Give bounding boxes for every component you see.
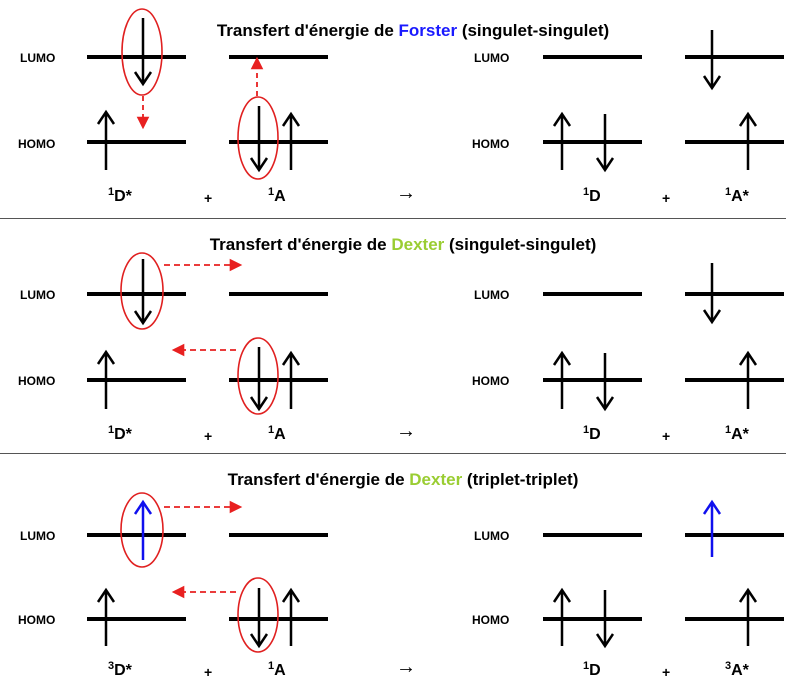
panel-divider [0,453,786,454]
spin-down-arrow [595,590,615,649]
spin-up-arrow [552,350,572,409]
title-name-dexter: Dexter [409,470,463,489]
acceptor-electron-circle [237,337,279,415]
homo-label: HOMO [472,374,510,388]
spin-up-arrow [281,350,301,409]
panel-title: Transfert d'énergie de Dexter (triplet-t… [227,470,579,489]
product-acceptor-term: 3A* [725,660,749,679]
acceptor-term: 1A [268,186,286,205]
triplet-spin-up-arrow [133,499,153,560]
panel-title: Transfert d'énergie de Forster (singulet… [216,21,610,40]
lumo-label: LUMO [474,288,510,302]
panel-title: Transfert d'énergie de Dexter (singulet-… [209,235,597,254]
homo-label: HOMO [18,374,56,388]
spin-down-arrow [133,259,153,326]
spin-up-arrow [738,350,758,409]
spin-down-arrow [595,353,615,412]
acceptor-term: 1A [268,660,286,679]
spin-up-arrow [281,111,301,170]
spin-down-arrow [595,114,615,173]
spin-up-arrow [96,109,116,170]
homo-label: HOMO [472,613,510,627]
donor-term: 1D* [108,186,132,205]
acceptor-electron-circle [237,577,279,653]
spin-up-arrow [738,587,758,646]
lumo-label: LUMO [20,288,56,302]
donor-electron-circle [120,252,164,330]
title-name-forster: Forster [398,21,458,40]
spin-up-arrow [281,587,301,646]
homo-label: HOMO [18,613,56,627]
spin-down-arrow [702,30,722,91]
homo-label: HOMO [472,137,510,151]
lumo-label: LUMO [20,529,56,543]
plus-sign: + [662,190,671,206]
spin-up-arrow [552,111,572,170]
plus-sign: + [204,190,213,206]
donor-electron-circle [121,8,163,96]
title-name-dexter: Dexter [391,235,445,254]
spin-down-arrow [249,347,269,412]
panel-dexter-singlet-graphics [87,252,784,415]
lumo-label: LUMO [20,51,56,65]
acceptor-term: 1A [268,424,286,443]
reaction-arrow: → [396,420,416,442]
spin-up-arrow [552,587,572,646]
product-donor-term: 1D [583,660,601,679]
panel-dexter-triplet-graphics [87,492,784,653]
spin-down-arrow [702,263,722,325]
spin-down-arrow [249,588,269,649]
triplet-spin-up-arrow [702,499,722,557]
donor-electron-circle [120,492,164,568]
product-acceptor-term: 1A* [725,424,749,443]
panel-dexter-singlet: Transfert d'énergie de Dexter (singulet-… [0,219,786,453]
reaction-arrow: → [396,182,416,204]
panel-dexter-triplet: Transfert d'énergie de Dexter (triplet-t… [0,454,786,684]
spin-down-arrow [133,18,153,87]
lumo-label: LUMO [474,51,510,65]
plus-sign: + [204,428,213,444]
donor-term: 3D* [108,660,132,679]
spin-up-arrow [738,111,758,170]
panel-forster: Transfert d'énergie de Forster (singulet… [0,0,786,218]
product-donor-term: 1D [583,424,601,443]
lumo-label: LUMO [474,529,510,543]
spin-down-arrow [249,106,269,173]
spin-up-arrow [96,587,116,646]
panel-divider [0,218,786,219]
homo-label: HOMO [18,137,56,151]
plus-sign: + [662,664,671,680]
product-donor-term: 1D [583,186,601,205]
plus-sign: + [204,664,213,680]
donor-term: 1D* [108,424,132,443]
product-acceptor-term: 1A* [725,186,749,205]
plus-sign: + [662,428,671,444]
reaction-arrow: → [396,656,416,678]
spin-up-arrow [96,349,116,409]
acceptor-electron-circle [237,96,279,180]
panel-forster-graphics [87,8,784,180]
